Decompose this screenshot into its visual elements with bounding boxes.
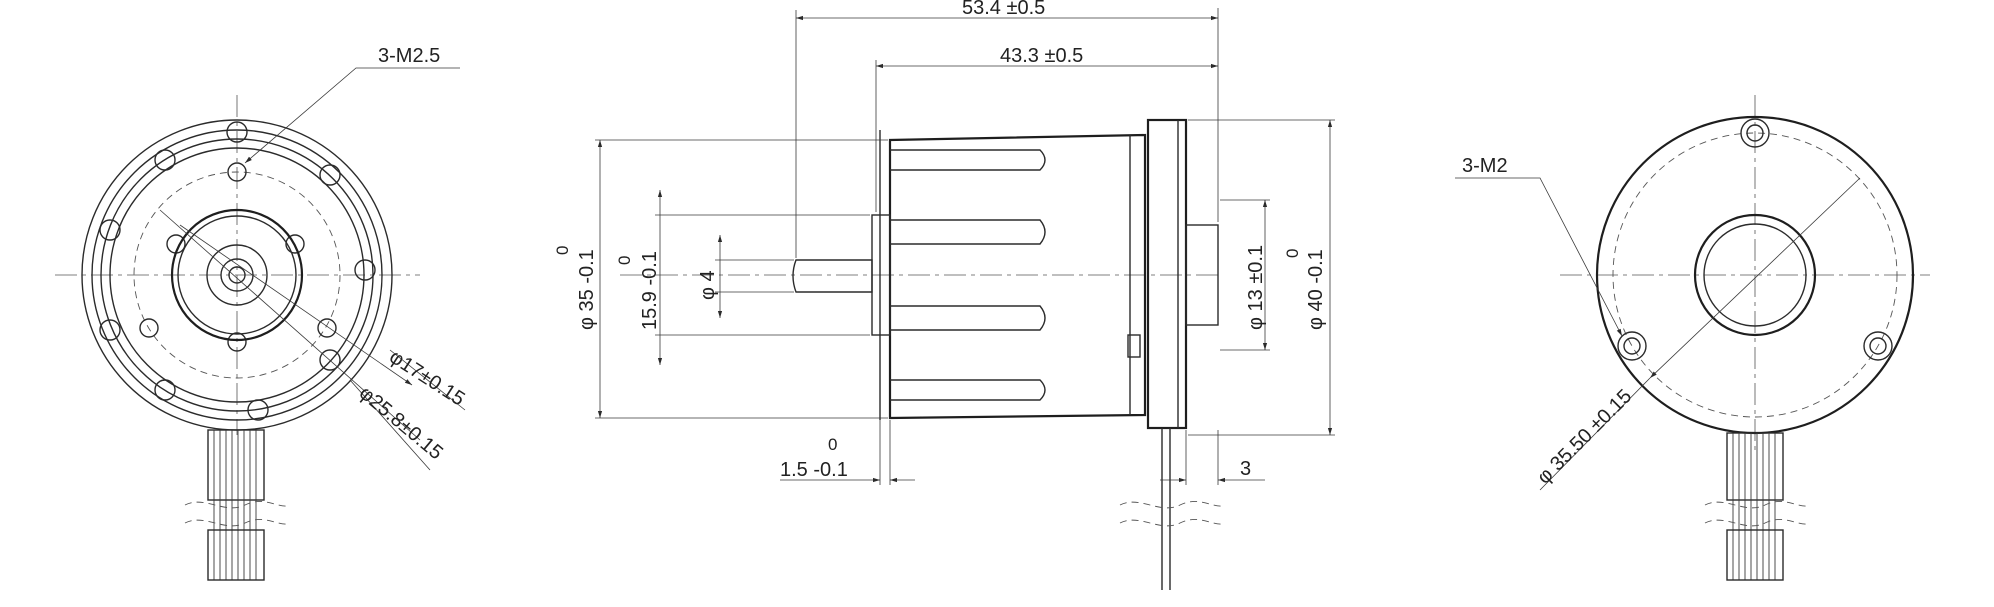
rear-callout-leader	[1455, 177, 1623, 337]
side-dim-35-upper: 0	[553, 246, 572, 255]
rear-dim-leader-ext	[1539, 377, 1651, 491]
front-shaft	[228, 266, 246, 284]
side-dim-15-upper: 0	[828, 435, 837, 454]
front-mounting-holes	[139, 162, 337, 352]
side-body	[888, 133, 1147, 420]
side-dim-159-upper: 0	[615, 256, 634, 265]
front-cable	[184, 429, 291, 581]
rear-dim-leader	[1649, 177, 1861, 379]
side-dim-159-text: 15.9 -0.1	[639, 251, 661, 330]
side-dim-4-text: φ 4	[697, 270, 719, 300]
front-bolt-circle	[133, 171, 341, 379]
side-fins	[890, 149, 1046, 401]
front-callout-text: 3-M2.5	[378, 45, 440, 67]
rear-boss-inner	[1703, 223, 1807, 327]
front-dim-ext-17	[389, 349, 466, 411]
side-dim-43-text: 43.3 ±0.5	[1000, 45, 1083, 67]
side-dim-53-text: 53.4 ±0.5	[962, 0, 1045, 19]
front-view: 3-M2.5 φ17±0.15 φ25.8±0.15	[55, 45, 469, 581]
front-hub-ring	[177, 215, 297, 335]
side-dim-40-text: φ 40 -0.1	[1305, 249, 1327, 330]
rear-cable	[1704, 432, 1811, 581]
rear-view: φ 35.50 ±0.15 3-M2	[1455, 95, 1930, 581]
side-dim-40-upper: 0	[1283, 249, 1302, 258]
front-ring-4	[109, 147, 365, 403]
side-shaft	[792, 259, 873, 293]
front-dim-leader-25	[159, 209, 421, 441]
front-dim-ext-25	[349, 379, 431, 471]
rear-callout-text: 3-M2	[1462, 155, 1508, 177]
side-flange	[1146, 118, 1188, 430]
side-dim-15-text: 1.5 -0.1	[780, 459, 848, 481]
front-boss	[206, 244, 268, 306]
side-pin	[1127, 334, 1141, 358]
rear-bolt-circle	[1612, 132, 1898, 418]
front-dim-leader-17	[179, 224, 413, 386]
side-wire	[1119, 428, 1226, 590]
side-rear-boss	[1185, 224, 1219, 326]
side-dim-13-text: φ 13 ±0.1	[1245, 245, 1267, 330]
side-view: 53.4 ±0.5 43.3 ±0.5 φ 35 -0.1 0 15.9 -0.…	[553, 0, 1335, 590]
front-callout-leader	[244, 67, 460, 164]
front-rim-notches	[99, 121, 376, 421]
side-dim-3-text: 3	[1240, 458, 1251, 480]
front-dim-17-text: φ17±0.15	[385, 346, 468, 411]
side-dim-35-text: φ 35 -0.1	[576, 249, 598, 330]
rear-boss-outer	[1693, 213, 1817, 337]
rear-dim-text: φ 35.50 ±0.15	[1533, 385, 1636, 488]
front-ring-2	[91, 129, 383, 421]
front-hub-outer	[170, 208, 304, 342]
rear-mounting-holes	[1617, 118, 1893, 361]
